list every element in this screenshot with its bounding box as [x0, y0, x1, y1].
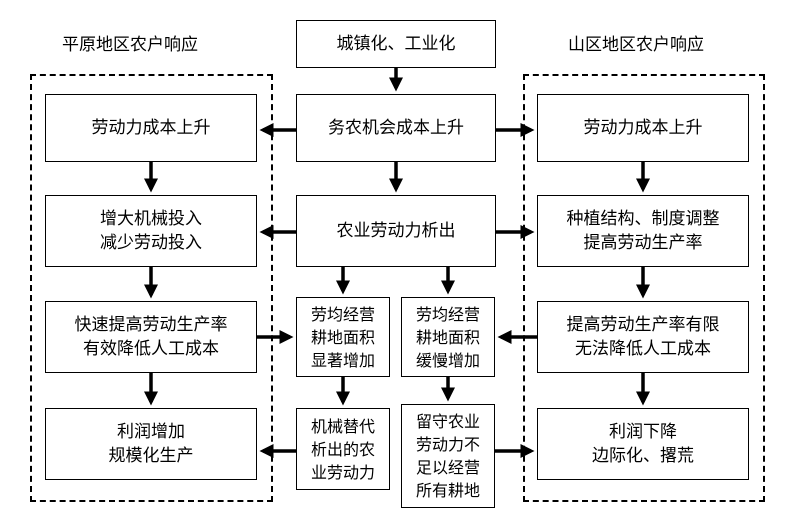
- plain-profit-line: 利润增加: [117, 422, 185, 442]
- plain-region-frame: [30, 74, 273, 502]
- plain-farmland-line: 显著增加: [310, 350, 375, 370]
- mountain-farmland-box: 劳均经营 耕地面积 缓慢增加: [401, 297, 495, 377]
- plain-mechanize-line: 减少劳动投入: [100, 233, 202, 253]
- plain-productivity-box: 快速提高劳动生产率 有效降低人工成本: [45, 301, 257, 373]
- mountain-structure-line: 提高劳动生产率: [583, 233, 703, 253]
- mountain-cost-text: 劳动力成本上升: [583, 118, 703, 138]
- mountain-farmland-line: 缓慢增加: [415, 350, 480, 370]
- plain-cost-box: 劳动力成本上升: [45, 94, 257, 162]
- opportunity-cost-text: 务农机会成本上升: [328, 118, 464, 138]
- remaining-labor-line: 所有耕地: [415, 481, 480, 500]
- labor-outflow-text: 农业劳动力析出: [336, 221, 456, 241]
- mountain-cost-box: 劳动力成本上升: [537, 94, 749, 162]
- plain-profit-box: 利润增加 规模化生产: [45, 408, 257, 480]
- mountain-profit-box: 利润下降 边际化、撂荒: [537, 408, 749, 480]
- right-region-title: 山区地区农户响应: [568, 35, 704, 55]
- machine-replace-line: 业劳动力: [310, 462, 375, 482]
- mountain-profit-line: 利润下降: [609, 422, 677, 442]
- urbanization-text: 城镇化、工业化: [336, 34, 456, 54]
- plain-productivity-line: 有效降低人工成本: [83, 339, 219, 359]
- plain-mechanize-line: 增大机械投入: [100, 209, 202, 229]
- plain-productivity-line: 快速提高劳动生产率: [74, 315, 228, 335]
- plain-mechanize-box: 增大机械投入 减少劳动投入: [45, 195, 257, 267]
- left-region-title: 平原地区农户响应: [62, 35, 198, 55]
- remaining-labor-line: 留守农业: [415, 412, 480, 431]
- mountain-structure-line: 种植结构、制度调整: [566, 209, 720, 229]
- machine-replace-line: 析出的农: [310, 439, 375, 459]
- plain-profit-line: 规模化生产: [108, 446, 194, 466]
- opportunity-cost-box: 务农机会成本上升: [296, 94, 496, 162]
- urbanization-box: 城镇化、工业化: [296, 20, 496, 68]
- plain-cost-text: 劳动力成本上升: [91, 118, 211, 138]
- mountain-structure-box: 种植结构、制度调整 提高劳动生产率: [537, 195, 749, 267]
- mountain-farmland-line: 劳均经营: [415, 304, 480, 324]
- mountain-farmland-line: 耕地面积: [415, 327, 480, 347]
- plain-farmland-line: 耕地面积: [310, 327, 375, 347]
- plain-farmland-box: 劳均经营 耕地面积 显著增加: [296, 297, 390, 377]
- mountain-profit-line: 边际化、撂荒: [592, 446, 694, 466]
- mountain-productivity-line: 无法降低人工成本: [575, 339, 711, 359]
- remaining-labor-line: 足以经营: [415, 458, 480, 477]
- mountain-productivity-box: 提高劳动生产率有限 无法降低人工成本: [537, 301, 749, 373]
- mountain-region-frame: [523, 74, 765, 502]
- remaining-labor-line: 劳动力不: [415, 435, 480, 454]
- plain-farmland-line: 劳均经营: [310, 304, 375, 324]
- machine-replace-line: 机械替代: [310, 416, 375, 436]
- remaining-labor-box: 留守农业 劳动力不 足以经营 所有耕地: [401, 404, 495, 508]
- machine-replace-box: 机械替代 析出的农 业劳动力: [296, 408, 390, 490]
- mountain-productivity-line: 提高劳动生产率有限: [566, 315, 720, 335]
- labor-outflow-box: 农业劳动力析出: [296, 195, 496, 267]
